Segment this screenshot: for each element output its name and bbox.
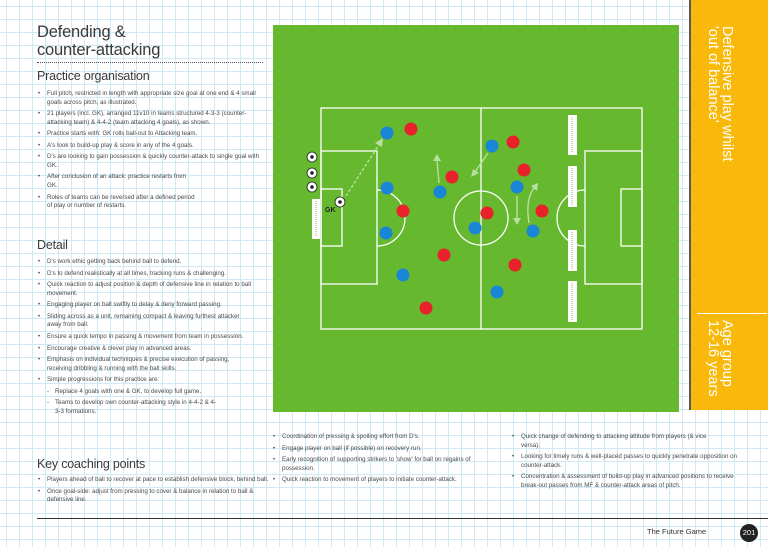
list-item: 21 players (incl. GK), arranged 11v10 in… <box>37 110 267 127</box>
coaching-points-col2: Coordination of pressing & spoiling effo… <box>272 433 500 485</box>
list-item: Emphasis on individual techniques & prec… <box>37 356 267 373</box>
list-item: Once goal-side: adjust from pressing to … <box>37 488 269 505</box>
ball-icon <box>306 167 318 179</box>
main-goal <box>312 199 320 239</box>
coaching-points-col3-block: Quick change of defending to attacking a… <box>511 433 746 493</box>
practice-organisation-section: Practice organisation Full pitch, restri… <box>37 69 267 214</box>
pitch-diagram-background <box>273 25 679 412</box>
list-item: Engage player on ball (if possible) on r… <box>272 445 500 454</box>
list-item: A's look to build-up play & score in any… <box>37 142 267 151</box>
ball-icon <box>306 181 318 193</box>
ball-icon <box>306 151 318 163</box>
list-item: Replace 4 goals with one & GK, to develo… <box>47 388 267 397</box>
banner-divider <box>697 313 767 314</box>
footer-title: The Future Game <box>647 527 707 536</box>
banner-topic-line-2: 'out of balance' <box>705 26 721 123</box>
red-team-players <box>396 122 549 315</box>
list-item: Simple progressions for this practice ar… <box>37 376 267 385</box>
title-divider <box>37 62 263 63</box>
list-item: Quick reaction to adjust position & dept… <box>37 281 267 298</box>
banner-topic: Defensive play whilst 'out of balance' <box>705 26 735 162</box>
list-item: Teams to develop own counter-attacking s… <box>47 399 267 416</box>
banner-age-group: Age group 12-16 years <box>705 320 735 397</box>
banner-age-line-2: 12-16 years <box>705 320 721 397</box>
movement-arrows <box>345 138 538 225</box>
balls <box>306 151 346 208</box>
list-item: Roles of teams can be reversed after a d… <box>37 194 267 211</box>
list-item: Full pitch, restricted in length with ap… <box>37 90 267 107</box>
detail-list: D's work ethic getting back behind ball … <box>37 258 267 385</box>
pitch-markings <box>320 107 643 330</box>
page-number-badge: 201 <box>740 524 758 542</box>
coaching-points-col1: Players ahead of ball to recover at pace… <box>37 476 269 505</box>
gk-label: GK <box>325 207 336 214</box>
banner-topic-line-1: Defensive play whilst <box>719 26 735 162</box>
list-item: Players ahead of ball to recover at pace… <box>37 476 269 485</box>
list-item: Concentration & assessment of build-up p… <box>511 473 746 490</box>
list-item: Quick change of defending to attacking a… <box>511 433 746 450</box>
detail-section: Detail D's work ethic getting back behin… <box>37 238 267 419</box>
banner-age-line-1: Age group <box>719 320 735 387</box>
list-item: Encourage creative & clever play in adva… <box>37 345 267 354</box>
coaching-points-col2-block: Coordination of pressing & spoiling effo… <box>272 433 500 488</box>
list-item: D's to defend realistically at all times… <box>37 270 267 279</box>
list-item: Quick reaction to movement of players to… <box>272 476 500 485</box>
small-goals <box>568 115 577 322</box>
list-item: Looking for timely runs & well-placed pa… <box>511 453 746 470</box>
list-item: Early recognition of supporting strikers… <box>272 456 500 473</box>
list-item: Coordination of pressing & spoiling effo… <box>272 433 500 442</box>
topic-banner: Defensive play whilst 'out of balance' A… <box>689 0 768 410</box>
title-line-1: Defending & <box>37 23 126 41</box>
list-item: Sliding across as a unit, remaining comp… <box>37 313 267 330</box>
list-item: Ensure a quick tempo in passing & moveme… <box>37 333 267 342</box>
key-coaching-points-heading: Key coaching points <box>37 457 146 471</box>
footer-rule <box>37 518 768 519</box>
detail-heading: Detail <box>37 238 68 252</box>
blue-team-players <box>379 126 540 299</box>
list-item: D's work ethic getting back behind ball … <box>37 258 267 267</box>
list-item: Engaging player on ball swiftly to delay… <box>37 301 267 310</box>
list-item: After conclusion of an attack: practice … <box>37 173 267 190</box>
list-item: D's are looking to gain possession & qui… <box>37 153 267 170</box>
page-title: Defending & counter-attacking <box>37 23 160 59</box>
list-item: Practice starts with: GK rolls ball-out … <box>37 130 267 139</box>
title-line-2: counter-attacking <box>37 41 161 59</box>
ball-icon <box>334 196 346 208</box>
practice-organisation-list: Full pitch, restricted in length with ap… <box>37 90 267 211</box>
coaching-points-col3: Quick change of defending to attacking a… <box>511 433 746 490</box>
progressions-list: Replace 4 goals with one & GK, to develo… <box>47 388 267 417</box>
key-coaching-points-section: Key coaching points Players ahead of bal… <box>37 457 269 508</box>
practice-organisation-heading: Practice organisation <box>37 69 150 83</box>
